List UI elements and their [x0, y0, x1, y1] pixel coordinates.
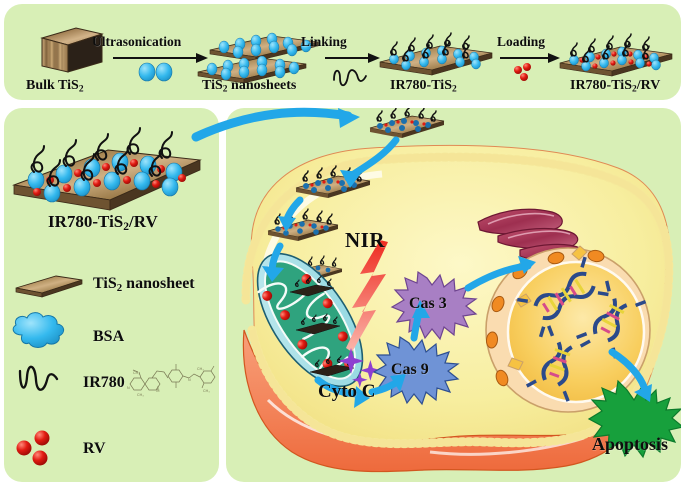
svg-text:N: N — [127, 386, 130, 390]
ir780-squiggle-icon — [18, 365, 59, 391]
label-cas3: Cas 3 — [409, 295, 447, 312]
bsa-dots-icon — [138, 62, 173, 82]
bsa-cloud-icon — [12, 312, 65, 348]
arrow-label-ultrasonication: Ultrasonication — [92, 34, 182, 49]
rv-red-dots-icon — [16, 430, 50, 466]
tis2-nanosheets-icon — [197, 32, 319, 84]
arrow-ultrasonication — [113, 53, 208, 63]
label-cas9: Cas 9 — [391, 361, 429, 378]
step-label-ir780-tis2-rv: IR780-TiS2/RV — [570, 78, 661, 95]
ir780-tis2-rv-sheet-icon — [559, 33, 673, 77]
legend-hero-label: IR780-TiS2/RV — [48, 212, 158, 234]
synthesis-panel — [4, 4, 681, 100]
svg-text:CH₃: CH₃ — [203, 389, 210, 393]
svg-text:Cl: Cl — [156, 389, 160, 393]
apoptosis-burst-icon — [587, 379, 681, 459]
rv-red-dots-icon — [514, 63, 531, 81]
svg-text:CH₃: CH₃ — [197, 367, 204, 371]
step-label-bulk: Bulk TiS2 — [26, 78, 84, 95]
ir780-squiggle-icon — [333, 69, 367, 87]
ir780-tis2-sheet-icon — [379, 32, 493, 76]
arrow-label-loading: Loading — [497, 34, 546, 49]
internalized-sheet-3 — [267, 208, 339, 241]
svg-text:N: N — [188, 378, 191, 382]
mitochondrion-icon — [256, 252, 364, 388]
ir780-structural-formula-icon: CH₃ CH₃ Cl CH₃ CH₃ N N — [127, 364, 216, 397]
legend-label-bsa: BSA — [93, 328, 125, 345]
mito-internal-sheet-3 — [309, 355, 355, 377]
cell-arrows — [268, 136, 650, 398]
cell-arrowheads — [262, 170, 652, 408]
label-apoptosis: Apoptosis — [592, 434, 669, 454]
uptake-arrow — [191, 107, 360, 142]
tis2-nanosheet-icon — [15, 275, 83, 298]
label-nir: NIR — [345, 228, 386, 252]
mito-internal-sheet-2 — [295, 313, 341, 335]
legend-label-tis2-nanosheet: TiS2 nanosheet — [93, 275, 195, 295]
legend-label-ir780: IR780 — [83, 374, 125, 391]
label-cyto-c: Cyto C — [318, 381, 376, 402]
svg-text:CH₃: CH₃ — [133, 371, 140, 375]
legend-label-rv: RV — [83, 440, 106, 457]
arrow-loading — [500, 53, 560, 63]
mito-internal-sheet-1 — [289, 275, 335, 297]
arrow-linking — [325, 53, 380, 63]
nir-beam-icon — [346, 240, 388, 352]
step-label-nanosheets: TiS2 nanosheets — [202, 78, 297, 95]
cyto-c-sparkle-icon — [338, 348, 381, 388]
arrow-label-linking: Linking — [301, 34, 347, 49]
ir780-tis2-rv-large-sheet-icon — [12, 127, 202, 211]
bulk-tis2-block-icon — [40, 27, 104, 73]
nuclear-pores — [485, 249, 605, 387]
step-label-ir780-tis2: IR780-TiS2 — [390, 78, 457, 95]
svg-text:CH₃: CH₃ — [137, 393, 144, 397]
internalized-sheet-1 — [369, 108, 445, 138]
